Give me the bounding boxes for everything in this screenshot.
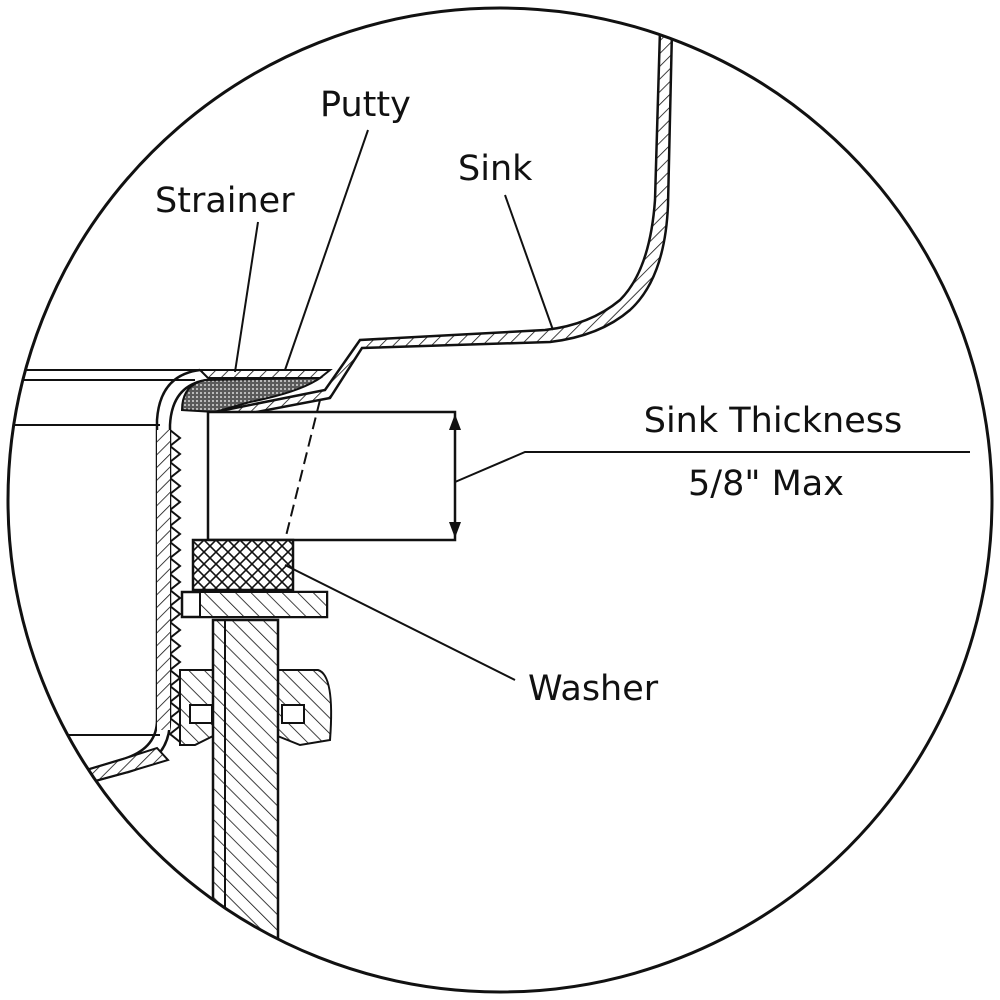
detail-circle xyxy=(6,6,994,994)
label-putty: Putty xyxy=(320,85,411,125)
label-washer: Washer xyxy=(528,669,659,709)
label-sink-thickness: Sink Thickness xyxy=(644,401,903,441)
strainer-flange xyxy=(197,369,333,379)
detail-drawing xyxy=(8,28,970,992)
label-sink: Sink xyxy=(458,149,533,189)
leader-lines xyxy=(234,129,554,681)
thickness-dimension xyxy=(449,414,970,538)
sink-wall xyxy=(213,28,674,422)
sink-thickness-block xyxy=(206,399,457,542)
strainer-basin xyxy=(8,368,208,787)
tailpiece-pipe xyxy=(211,618,280,992)
label-max-dimension: 5/8" Max xyxy=(688,464,844,504)
locknut xyxy=(179,669,333,747)
putty-bead xyxy=(180,376,324,414)
washer xyxy=(191,538,295,592)
flat-washer xyxy=(180,590,329,619)
label-strainer: Strainer xyxy=(155,181,295,221)
